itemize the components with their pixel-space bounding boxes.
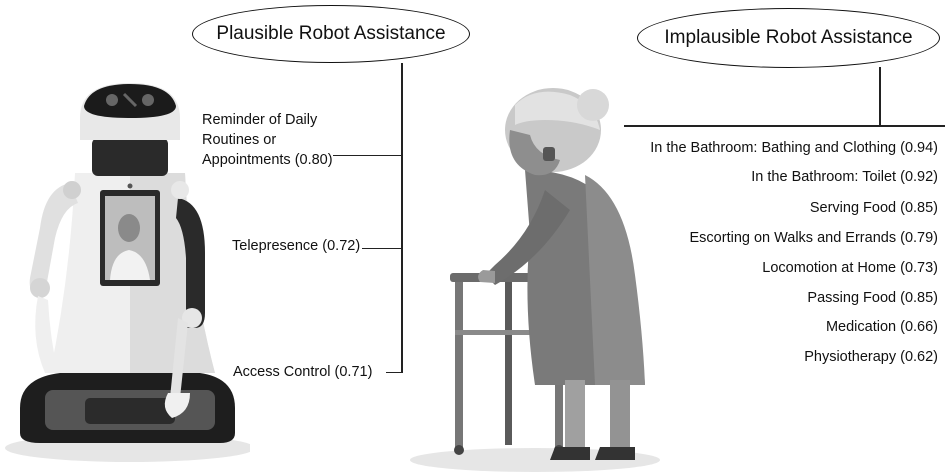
plausible-title: Plausible Robot Assistance (192, 5, 470, 63)
implausible-title: Implausible Robot Assistance (637, 8, 940, 68)
implausible-item-label: Serving Food (0.85) (809, 200, 938, 216)
plausible-connector-3 (386, 372, 402, 374)
implausible-horizontal-line (624, 125, 945, 127)
plausible-vertical-line (401, 63, 403, 373)
implausible-item-label: In the Bathroom: Bathing and Clothing (0… (650, 140, 938, 156)
implausible-item-label: Escorting on Walks and Errands (0.79) (689, 230, 939, 246)
implausible-vertical-line (879, 67, 881, 125)
implausible-item-label: Passing Food (0.85) (807, 290, 938, 306)
plausible-connector-1 (333, 155, 402, 157)
plausible-item-label: Reminder of Daily Routines or Appointmen… (202, 112, 333, 168)
implausible-item-label: Medication (0.66) (825, 319, 938, 335)
implausible-item-label: In the Bathroom: Toilet (0.92) (751, 169, 938, 185)
implausible-item-label: Locomotion at Home (0.73) (762, 260, 938, 276)
plausible-item-label: Telepresence (0.72) (232, 238, 361, 254)
robot-illustration (5, 83, 250, 462)
plausible-item-label: Access Control (0.71) (233, 364, 373, 380)
implausible-item-label: Physiotherapy (0.62) (804, 349, 938, 365)
elderly-person-illustration (410, 88, 660, 472)
plausible-connector-2 (362, 248, 402, 250)
